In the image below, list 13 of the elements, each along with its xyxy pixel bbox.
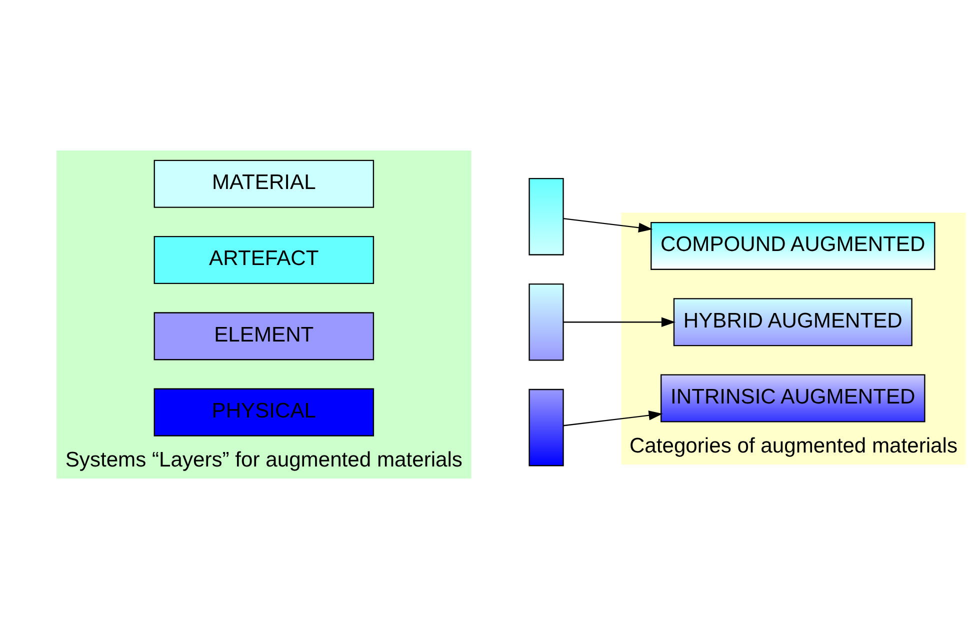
node-box: [528, 283, 564, 361]
arrow: [562, 218, 652, 232]
node-box: [528, 388, 564, 466]
node-box: ELEMENT: [153, 312, 374, 360]
node-box: ARTEFACT: [153, 236, 374, 284]
node-box: COMPOUND AUGMENTED: [650, 222, 935, 270]
node-box: PHYSICAL: [153, 388, 374, 436]
node-box: HYBRID AUGMENTED: [672, 298, 912, 346]
node-box: INTRINSIC AUGMENTED: [660, 374, 925, 422]
node-box: MATERIAL: [153, 160, 374, 208]
node-box: [528, 178, 564, 256]
arrow: [562, 317, 676, 328]
arrow: [562, 410, 662, 426]
